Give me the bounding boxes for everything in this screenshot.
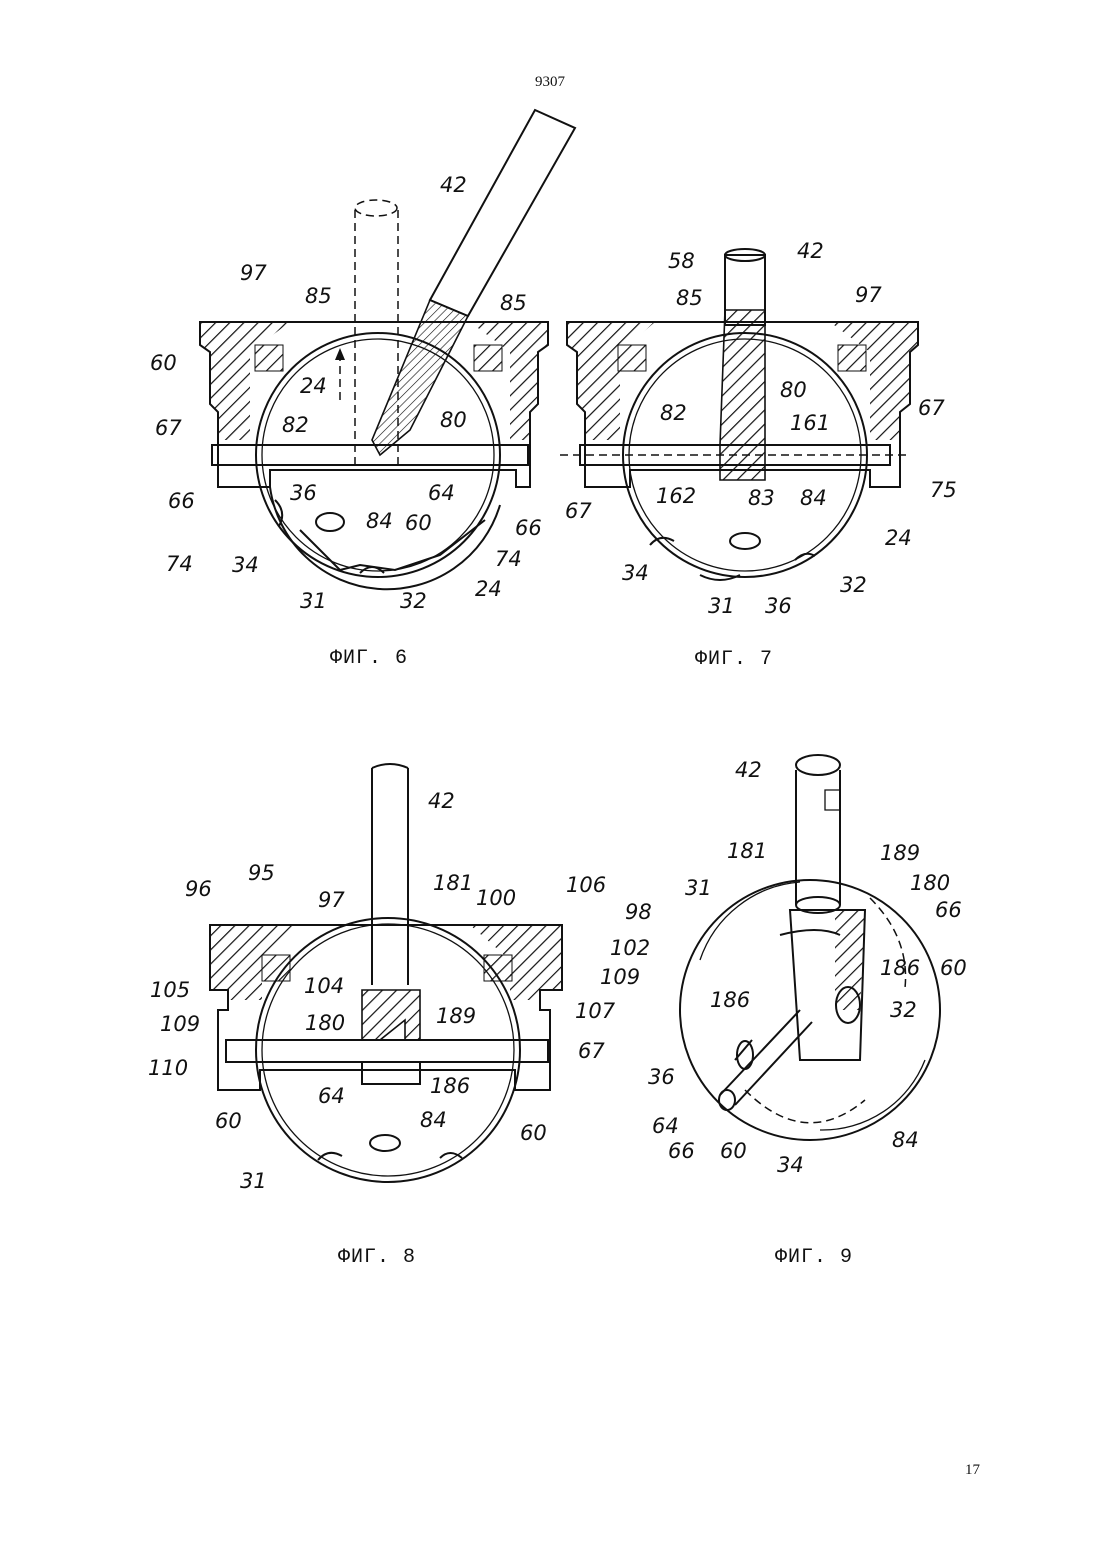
fig9-label-42: 42 [735, 758, 762, 782]
fig9-stem [796, 755, 840, 913]
fig9-label-189: 189 [880, 841, 920, 865]
fig9-label-84: 84 [892, 1128, 919, 1152]
fig9-caption: ФИГ. 9 [775, 1246, 853, 1269]
fig9-label-32: 32 [890, 998, 917, 1022]
page-number: 17 [965, 1462, 980, 1479]
fig9-label-36: 36 [648, 1065, 675, 1089]
fig9-label-60-right: 60 [940, 956, 967, 980]
fig9-label-180: 180 [910, 871, 950, 895]
fig9-label-181: 181 [727, 839, 767, 863]
fig9-label-34: 34 [777, 1153, 804, 1177]
fig9-label-66-bottom: 66 [668, 1139, 695, 1163]
fig9-slot [790, 910, 865, 1060]
fig9-label-60-bottom: 60 [720, 1139, 747, 1163]
fig9-label-31: 31 [685, 876, 712, 900]
fig9-rotation-arrow [780, 930, 840, 935]
fig9-label-186-left: 186 [710, 988, 750, 1012]
fig9-label-186-right: 186 [880, 956, 920, 980]
fig9-label-66-top: 66 [935, 898, 962, 922]
fig9-label-64: 64 [652, 1114, 679, 1138]
